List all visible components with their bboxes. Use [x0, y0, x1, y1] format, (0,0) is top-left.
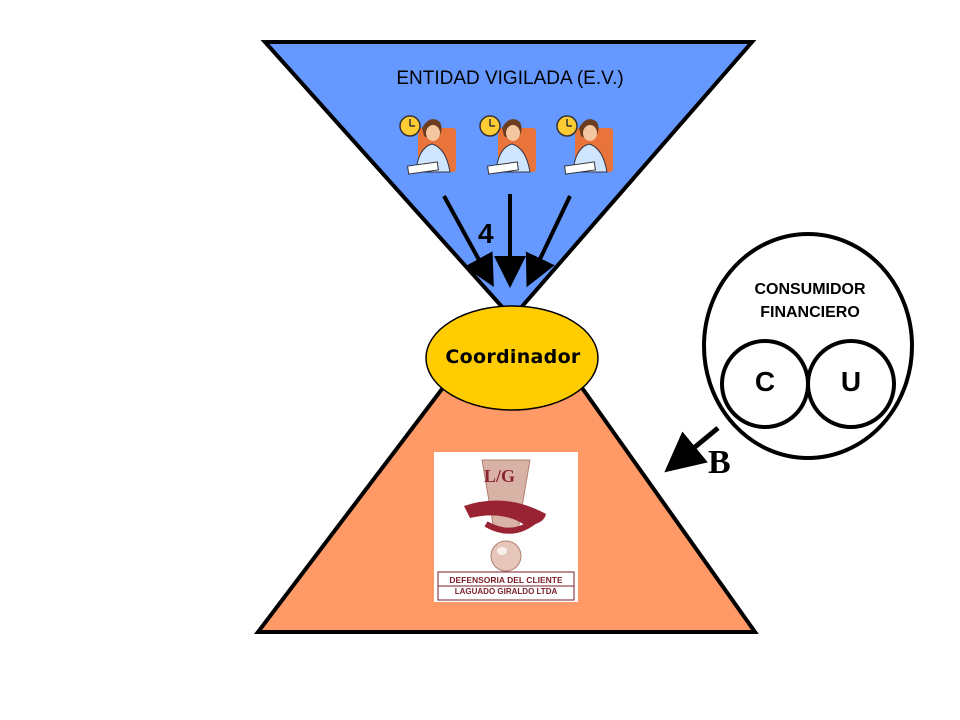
- clerk-with-clock-icon: [556, 115, 613, 175]
- top-funnel: [260, 40, 757, 322]
- step-number: 4: [478, 218, 494, 249]
- arrow-b-label: B: [708, 444, 731, 481]
- clerk-with-clock-icon: [399, 115, 456, 175]
- coordinator-label: Coordinador: [445, 346, 581, 368]
- arrow-right-to-coordinator: [525, 195, 572, 288]
- logo-text-line1: DEFENSORIA DEL CLIENTE: [449, 575, 563, 585]
- consumer-title: CONSUMIDOR FINANCIERO: [730, 278, 890, 324]
- consumer-title-line2: FINANCIERO: [760, 304, 860, 321]
- coordinator-ellipse: [425, 305, 599, 411]
- consumer-outer-circle: [702, 232, 914, 460]
- exclamation-mark-logo-icon: [437, 459, 575, 601]
- logo-text-line2: LAGUADO GIRALDO LTDA: [454, 587, 558, 596]
- consumer-u-circle: [806, 339, 896, 429]
- clerk-with-clock-icon: [479, 115, 536, 175]
- consumer-c-label: C: [754, 366, 776, 397]
- consumer-u-label: U: [840, 366, 862, 397]
- arrow-b: [664, 426, 720, 473]
- arrow-left-to-coordinator: [442, 195, 494, 288]
- logo-initials: L/G: [484, 466, 516, 486]
- consumer-title-line1: CONSUMIDOR: [754, 281, 866, 298]
- entity-label: ENTIDAD VIGILADA (E.V.): [396, 68, 624, 89]
